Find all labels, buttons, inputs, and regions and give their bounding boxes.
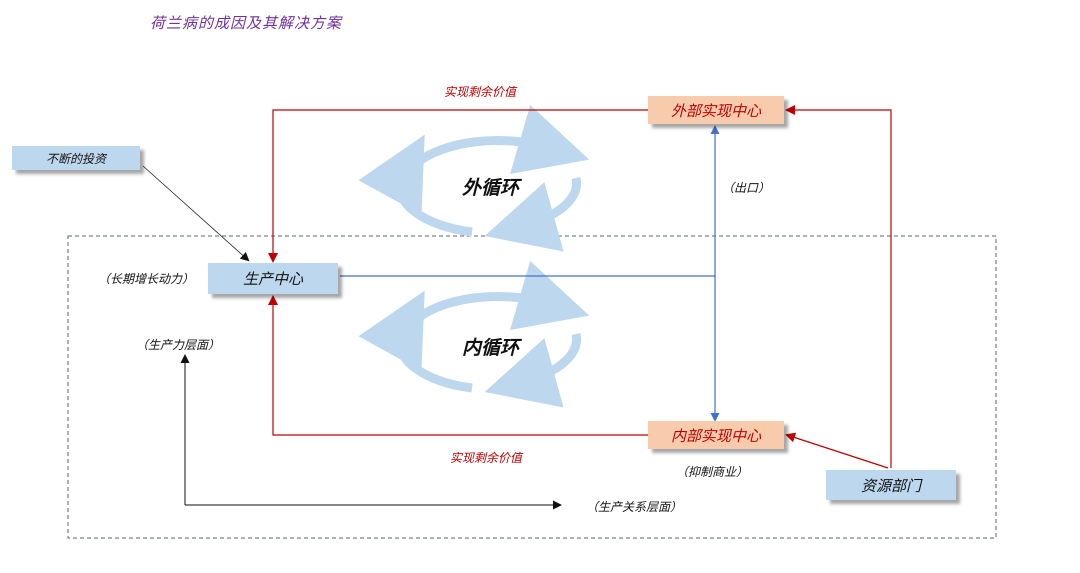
surplus-value-top-label: 实现剩余价值 <box>444 85 517 99</box>
productivity-level-label: （生产力层面） <box>136 338 221 352</box>
investment-box: 不断的投资 <box>12 146 140 170</box>
production-center-label: 生产中心 <box>242 270 303 288</box>
suppress-commerce-label: （抑制商业） <box>676 465 749 479</box>
page-title: 荷兰病的成因及其解决方案 <box>150 14 343 32</box>
arrow-internal-to-production <box>268 295 648 436</box>
production-center-box: 生产中心 <box>208 263 338 294</box>
investment-label: 不断的投资 <box>45 151 106 166</box>
resource-sector-box: 资源部门 <box>826 470 956 500</box>
internal-center-box: 内部实现中心 <box>648 421 784 449</box>
inner-cycle-arrows <box>358 260 590 408</box>
arrow-investment-to-production <box>142 165 250 262</box>
internal-center-label: 内部实现中心 <box>670 426 761 445</box>
relations-level-label: （生产关系层面） <box>586 500 683 514</box>
arrow-external-to-production <box>268 109 648 263</box>
external-center-label: 外部实现中心 <box>670 101 761 120</box>
surplus-value-bottom-label: 实现剩余价值 <box>450 451 523 465</box>
outer-cycle-arrows <box>358 104 590 252</box>
outer-cycle-label: 外循环 <box>462 177 520 199</box>
arrow-resource-to-external <box>785 105 892 468</box>
external-center-box: 外部实现中心 <box>648 96 784 124</box>
inner-cycle-label: 内循环 <box>462 337 520 359</box>
long-term-label: （长期增长动力） <box>98 272 195 286</box>
export-label: （出口） <box>722 181 771 195</box>
resource-sector-label: 资源部门 <box>860 476 921 495</box>
arrow-resource-to-internal <box>785 432 889 469</box>
